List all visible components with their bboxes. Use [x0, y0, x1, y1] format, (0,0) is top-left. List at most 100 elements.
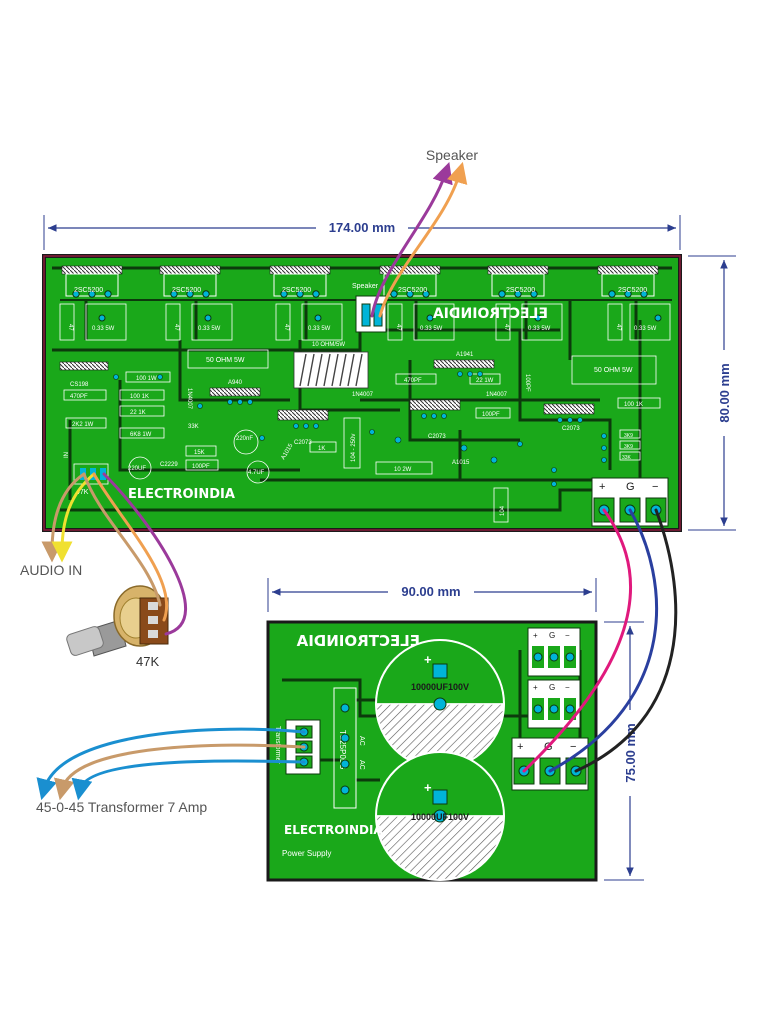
- audio-in-label: AUDIO IN: [20, 562, 82, 578]
- part-label: A1941: [456, 352, 474, 358]
- part-label: 50 OHM 5W: [206, 357, 245, 364]
- part-label: 220UF: [128, 466, 146, 472]
- terminal-ground-label: G: [626, 481, 635, 493]
- amplifier-board: 2SC5200 47 0.33 5W 2SC5200 47 0.33 5W: [42, 254, 682, 532]
- wires: [36, 161, 678, 801]
- part-label: 33K: [188, 424, 199, 430]
- r47-label: 47: [395, 324, 401, 331]
- part-label: 3K9: [624, 433, 633, 439]
- part-label: 470PF: [70, 394, 88, 400]
- part-label: 1K: [318, 446, 325, 452]
- transformer-wire-3: [71, 759, 306, 801]
- part-label: 1N4007: [486, 392, 508, 398]
- psu-width-label: 90.00 mm: [401, 584, 460, 599]
- r47-label: 47: [173, 324, 179, 331]
- part-label: A940: [228, 380, 243, 386]
- cap-top-label: 10000UF100V: [411, 682, 469, 692]
- emitter-resistor-label: 0.33 5W: [634, 326, 657, 332]
- emitter-resistor-label: 0.33 5W: [308, 326, 331, 332]
- amp-power-terminal: + G −: [591, 477, 669, 527]
- transistor-label: 2SC5200: [618, 287, 647, 294]
- terminal-label: G: [549, 631, 555, 640]
- amp-height-label: 80.00 mm: [717, 363, 732, 422]
- transformer-label: 45-0-45 Transformer 7 Amp: [36, 799, 207, 815]
- part-label: 1N4007: [352, 392, 374, 398]
- amp-brand: ELECTROINDIA: [128, 487, 235, 502]
- r47-label: 47: [283, 324, 289, 331]
- part-label: C2073: [428, 434, 446, 440]
- cap-plus-sign: +: [424, 780, 432, 795]
- emitter-resistor-label: 0.33 5W: [528, 326, 551, 332]
- part-label: 2K2 1W: [72, 422, 94, 428]
- terminal-label: −: [570, 741, 576, 753]
- terminal-plus-label: +: [599, 481, 605, 493]
- part-label: A1015: [452, 460, 470, 466]
- bridge-rectifier: TS25P05G AC AC: [333, 687, 365, 809]
- part-label: 50 OHM 5W: [594, 367, 633, 374]
- transistor-label: 2SC5200: [74, 287, 103, 294]
- terminal-label: +: [517, 741, 523, 753]
- output-coil: 10 OHM/5W: [293, 342, 369, 389]
- output-transistor-row: 2SC5200 47 0.33 5W 2SC5200 47 0.33 5W: [59, 265, 671, 341]
- part-label: 10 OHM/5W: [312, 342, 345, 348]
- power-wire-ground: [548, 508, 658, 773]
- terminal-minus-label: −: [652, 481, 658, 493]
- power-wire-negative: [574, 508, 678, 773]
- emitter-resistor-label: 0.33 5W: [420, 326, 443, 332]
- transistor-label: 2SC5200: [398, 287, 427, 294]
- transistor-label: 2SC5200: [282, 287, 311, 294]
- part-label: 470PF: [404, 378, 422, 384]
- amp-components: CS198 470PF 100 1W 100 1K 22 1K 6K8 1W 2…: [59, 342, 661, 523]
- part-label: 100PF: [482, 412, 500, 418]
- part-label: 100PF: [192, 464, 210, 470]
- terminal-label: +: [533, 683, 538, 692]
- part-label: 10 2W: [394, 467, 412, 473]
- part-label: 22 1W: [476, 378, 494, 384]
- speaker-label: Speaker: [426, 147, 478, 163]
- pot-wire-tan: [82, 472, 162, 607]
- pot-label: 47K: [136, 654, 159, 669]
- transistor-label: 2SC5200: [172, 287, 201, 294]
- part-label: 220nF: [236, 436, 253, 442]
- output-stage-1: 2SC5200 47 0.33 5W: [59, 265, 127, 341]
- part-label: 100 1W: [136, 376, 157, 382]
- part-label: 100PF: [524, 374, 530, 392]
- psu-subtitle: Power Supply: [282, 849, 331, 858]
- transformer-wire-1: [36, 727, 306, 801]
- psu-brand-mirrored: ELECTROINDIA: [296, 632, 420, 650]
- part-label: 1N4007: [186, 388, 192, 410]
- part-label: C2073: [562, 426, 580, 432]
- part-label: 47K: [76, 489, 89, 496]
- part-label: 22 1K: [130, 410, 146, 416]
- brand-mirrored: ELECTROINDIA: [433, 306, 548, 322]
- ac-label: AC: [358, 736, 365, 746]
- pot-wire-orange: [92, 472, 169, 622]
- part-label: 33K: [622, 455, 632, 461]
- filter-capacitor-bottom: + 10000UF100V: [375, 751, 505, 881]
- speaker-tag: Speaker: [352, 283, 379, 290]
- transistor-label: 2SC5200: [506, 287, 535, 294]
- r47-label: 47: [503, 324, 509, 331]
- psu-brand: ELECTROINDIA: [284, 823, 383, 837]
- terminal-label: +: [533, 631, 538, 640]
- output-stage-4: 2SC5200 47 0.33 5W: [379, 265, 455, 341]
- psu-output-terminal-1: + G −: [527, 627, 581, 677]
- psu-width-dimension: 90.00 mm: [267, 578, 597, 612]
- r47-label: 47: [615, 324, 621, 331]
- part-label: 15K: [194, 450, 205, 456]
- amp-height-dimension: 80.00 mm: [688, 255, 736, 531]
- part-label: 104 - 250v: [351, 434, 357, 462]
- part-label: CS198: [70, 382, 89, 388]
- power-supply-board: ELECTROINDIA + 10000UF100V + 10000UF100V…: [266, 620, 598, 882]
- power-wire-positive: [522, 508, 633, 773]
- amp-width-label: 174.00 mm: [329, 220, 396, 235]
- part-label: 104: [500, 505, 506, 516]
- cap-plus-sign: +: [424, 652, 432, 667]
- pot-wire-purple: [102, 472, 188, 636]
- ac-label: AC: [358, 760, 365, 770]
- part-label: C2073: [294, 440, 312, 446]
- part-label: 100 1K: [624, 402, 643, 408]
- amp-width-dimension: 174.00 mm: [43, 215, 681, 250]
- r47-label: 47: [67, 324, 73, 331]
